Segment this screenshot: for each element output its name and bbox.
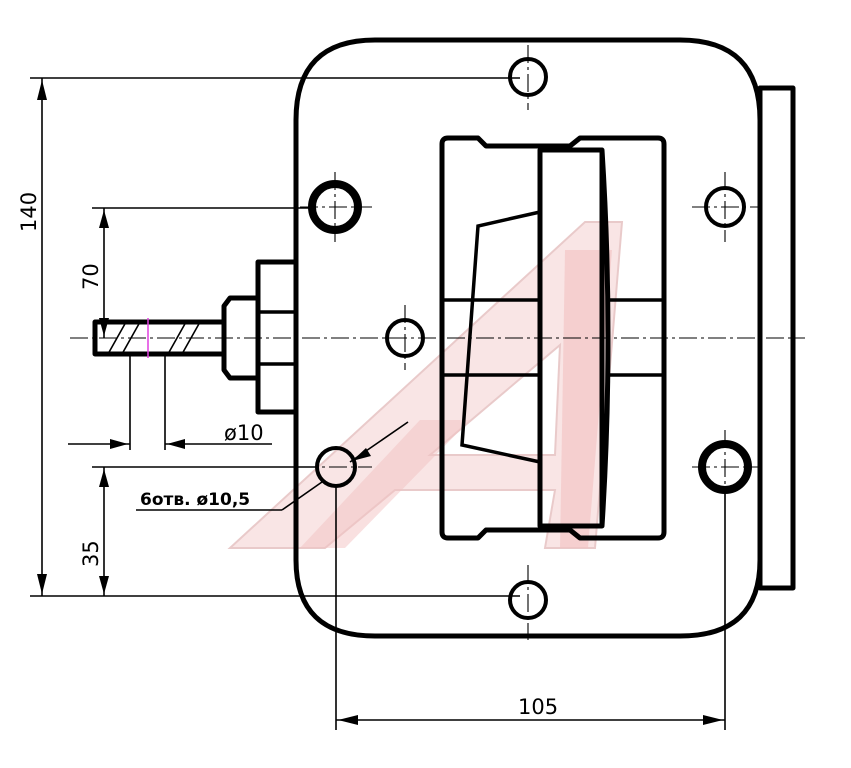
dim-label-70: 70: [79, 263, 103, 290]
shaft-hatch-1: [107, 321, 127, 355]
shaft-hatch-3: [167, 321, 187, 355]
dim-label-140: 140: [17, 192, 41, 232]
hole-center: [385, 318, 425, 358]
hole-bottom: [508, 580, 548, 620]
dim-label-35: 35: [79, 540, 103, 567]
housing-outline: [293, 37, 763, 639]
dim-label-105: 105: [518, 695, 558, 719]
holes-leader: 6отв. ø10,5: [136, 421, 409, 511]
shaft: [92, 319, 227, 357]
holes-label: 6отв. ø10,5: [140, 490, 250, 510]
shaft-hatch-4: [181, 321, 201, 355]
watermark-logo: [227, 221, 624, 549]
side-flange-plate: [757, 85, 796, 591]
vertical-plate: [537, 147, 605, 529]
inner-cover-frame: [439, 135, 667, 541]
hole-left-top: [308, 180, 362, 234]
dimension-hole-offset: 35: [79, 466, 318, 596]
dim-label-dia10: ø10: [224, 421, 264, 445]
dimension-shaft-diameter: ø10: [68, 421, 272, 449]
shaft-assembly: [92, 259, 299, 450]
shaft-hatch-2: [121, 321, 141, 355]
hole-top: [508, 57, 548, 97]
plate-curved-edge: [599, 149, 611, 527]
hole-right-top: [704, 186, 746, 228]
dimension-hole-spacing: 105: [335, 486, 726, 730]
dimension-overall-height: 140: [17, 77, 520, 597]
hex-nut: [221, 295, 261, 381]
dimension-shaft-offset: 70: [79, 207, 312, 338]
flange-nut: [255, 259, 299, 415]
inner-bracket: [460, 210, 541, 464]
